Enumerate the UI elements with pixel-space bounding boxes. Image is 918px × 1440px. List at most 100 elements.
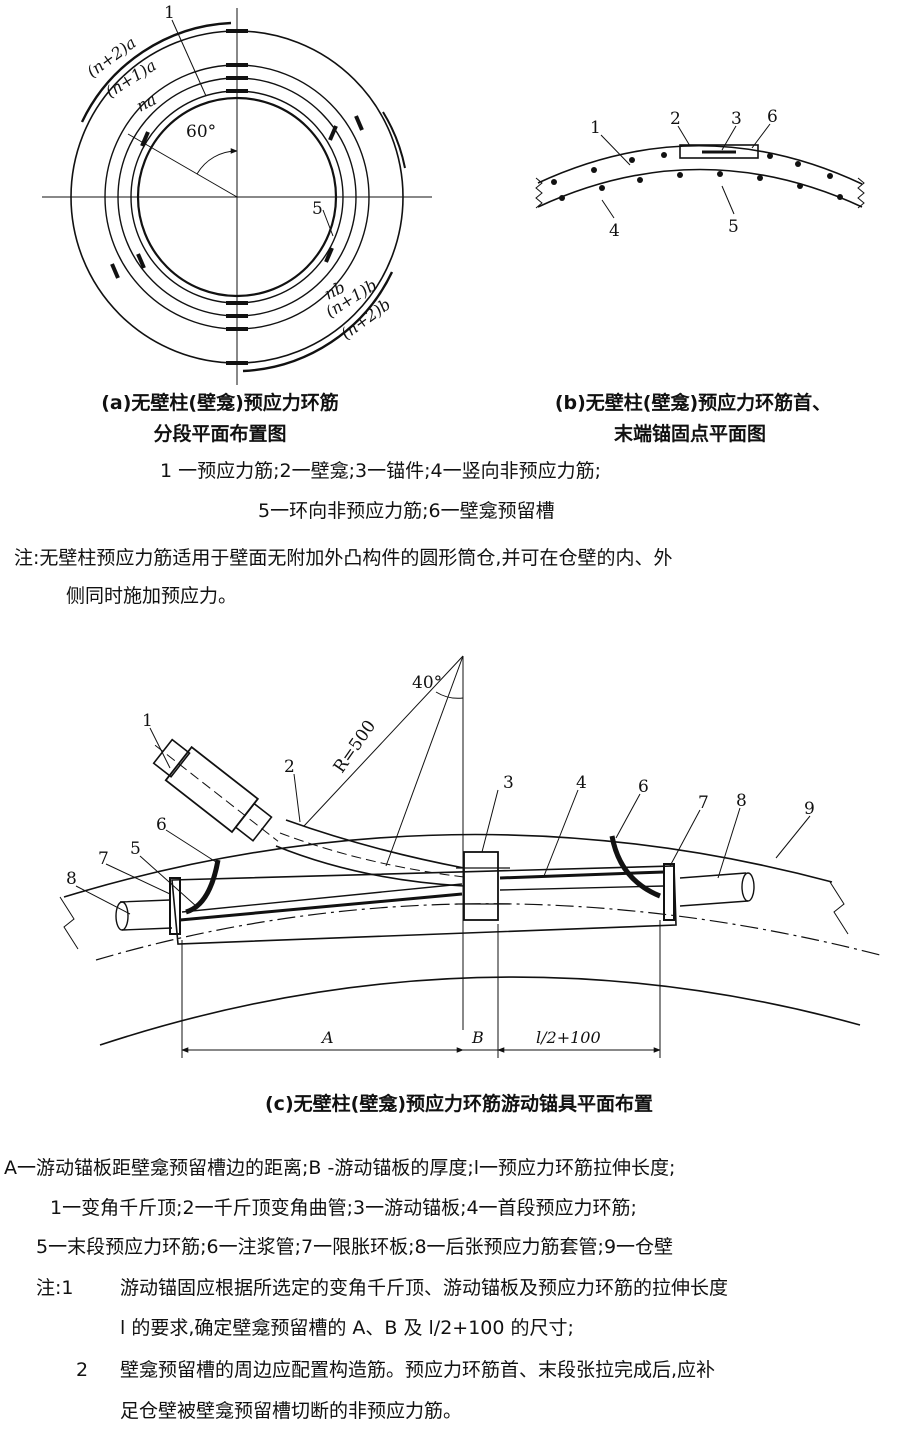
fig-a-60deg-arc [196, 148, 238, 175]
legend-c-line3: 5一末段预应力环筋;6一注浆管;7一限胀环板;8一后张预应力筋套管;9一仓壁 [36, 1236, 674, 1258]
fig-a-label-1: 1 [164, 3, 175, 23]
fig-c-label-3: 3 [503, 773, 514, 793]
fig-c-sleeve-right [679, 872, 749, 907]
note-c-2-num: 2 [76, 1359, 89, 1381]
fig-a-label-5: 5 [312, 199, 323, 219]
note-c-1-line1: 游动锚固应根据所选定的变角千斤顶、游动锚板及预应力环筋的拉伸长度 [120, 1277, 729, 1299]
fig-b-leader-2 [677, 125, 691, 147]
note-c-1-line2: l 的要求,确定壁龛预留槽的 A、B 及 l/2+100 的尺寸; [120, 1317, 574, 1339]
fig-a-caption-line1: (a)无壁柱(壁龛)预应力环筋 [101, 391, 339, 414]
fig-c-curved-tube-top [285, 819, 465, 869]
fig-c-caption: (c)无壁柱(壁龛)预应力环筋游动锚具平面布置 [265, 1092, 653, 1115]
fig-a-leader-5 [322, 209, 334, 237]
fig-b-leader-1 [600, 134, 631, 166]
figure-c-floating-anchor [59, 655, 881, 1058]
fig-b-rebar-dots [551, 152, 843, 201]
fig-a-arc-bottom-right [242, 271, 394, 373]
fig-c-leader-6a [165, 829, 217, 863]
fig-c-leader-9 [775, 815, 811, 859]
fig-c-restrain-plate-left [169, 877, 181, 935]
fig-b-break-right [857, 177, 865, 209]
fig-c-label-radius: R=500 [330, 717, 381, 777]
legend-ab-line2: 5一环向非预应力筋;6一壁龛预留槽 [258, 500, 555, 522]
fig-a-60deg-radius [127, 133, 238, 198]
fig-b-label-3: 3 [731, 109, 742, 129]
fig-c-label-7b: 7 [698, 793, 709, 813]
fig-c-label-8a: 8 [66, 869, 77, 889]
legend-ab-line1: 1 一预应力筋;2一壁龛;3一锚件;4一竖向非预应力筋; [160, 460, 601, 482]
fig-c-label-1: 1 [142, 711, 153, 731]
fig-b-wall-outer [537, 145, 863, 185]
fig-c-floating-anchor-plate [463, 851, 499, 921]
fig-b-leader-3 [721, 125, 737, 151]
fig-c-label-2: 2 [284, 757, 295, 777]
fig-c-angle-jack [152, 738, 279, 842]
note-ab-line1: 注:无壁柱预应力筋适用于壁面无附加外凸构件的圆形筒仓,并可在仓壁的内、外 [14, 547, 673, 569]
fig-c-break-left [59, 896, 79, 950]
fig-c-leader-6b [615, 793, 641, 839]
fig-c-label-8b: 8 [736, 791, 747, 811]
figure-a-labels: 1 5 60° na (n+1)a (n+2)a nb (n+1)b (n+2)… [83, 3, 394, 343]
fig-c-dim-label-b: B [471, 1028, 484, 1047]
fig-c-wall-top [63, 833, 833, 898]
figure-a-ring-plan [42, 8, 432, 385]
figure-b-anchor-plan [535, 123, 865, 219]
fig-a-label-angle: 60° [186, 122, 216, 142]
fig-b-caption-line2: 末端锚固点平面图 [614, 422, 766, 445]
fig-c-dim-label-a: A [320, 1028, 334, 1047]
note-c-1-num: 注:1 [36, 1277, 74, 1299]
legend-c-line2: 1一变角千斤顶;2一千斤顶变角曲管;3一游动锚板;4一首段预应力环筋; [50, 1197, 637, 1219]
fig-c-radius-line [303, 655, 464, 827]
fig-a-caption-line2: 分段平面布置图 [153, 422, 286, 445]
fig-c-tendon-last [179, 892, 463, 922]
fig-c-label-7a: 7 [98, 849, 109, 869]
fig-b-leader-5 [721, 185, 735, 215]
fig-c-leader-2 [293, 773, 301, 823]
fig-c-leader-7a [105, 863, 171, 895]
fig-c-label-5: 5 [130, 839, 141, 859]
fig-c-label-4: 4 [576, 773, 587, 793]
figure-b-labels: 1 2 3 6 4 5 [590, 107, 778, 241]
fig-a-inner-wall [136, 96, 338, 298]
fig-c-label-6b: 6 [638, 777, 649, 797]
fig-b-label-5: 5 [728, 217, 739, 237]
fig-c-leader-3 [481, 789, 499, 853]
fig-b-caption-line1: (b)无壁柱(壁龛)预应力环筋首、 [555, 391, 831, 414]
fig-b-label-4: 4 [609, 221, 620, 241]
note-c-2-line2: 足仓壁被壁龛预留槽切断的非预应力筋。 [120, 1400, 463, 1422]
fig-c-leader-8a [75, 885, 131, 915]
fig-b-label-2: 2 [670, 109, 681, 129]
fig-b-wall-inner [537, 168, 863, 208]
fig-b-label-1: 1 [590, 118, 601, 138]
fig-a-anchor-marks [110, 29, 364, 365]
fig-c-dim-label-l: l/2+100 [536, 1028, 601, 1047]
fig-c-curved-tube-bottom [275, 845, 465, 887]
note-c-2-line1: 壁龛预留槽的周边应配置构造筋。预应力环筋首、末段张拉完成后,应补 [120, 1359, 716, 1381]
fig-c-label-9: 9 [804, 799, 815, 819]
fig-c-leader-4 [543, 789, 579, 877]
fig-a-leader-1 [171, 19, 207, 97]
fig-b-niche [679, 144, 759, 159]
note-ab-line2: 侧同时施加预应力。 [66, 585, 238, 607]
fig-c-leader-8b [717, 807, 741, 879]
fig-c-tendon-last-2 [181, 883, 463, 913]
fig-c-break-right [829, 881, 849, 935]
fig-c-tendon-first-2 [499, 885, 665, 891]
fig-c-wall-bottom [99, 976, 861, 1046]
fig-b-leader-4 [601, 199, 615, 219]
fig-c-leader-7b [669, 809, 701, 867]
fig-a-arc-top-left [80, 21, 232, 123]
fig-b-label-6: 6 [767, 107, 778, 127]
fig-b-break-left [535, 177, 543, 209]
fig-c-leader-5 [139, 855, 197, 907]
legend-c-line1: A一游动锚板距壁龛预留槽边的距离;B -游动锚板的厚度;l一预应力环筋拉伸长度; [4, 1157, 676, 1179]
fig-c-grout-tube-left [185, 859, 221, 915]
fig-c-angle-arc [435, 691, 464, 699]
fig-c-label-6a: 6 [156, 815, 167, 835]
fig-b-leader-6 [751, 123, 771, 149]
fig-c-label-angle: 40° [412, 673, 442, 693]
fig-c-niche [171, 865, 677, 945]
fig-a-arc-right [382, 111, 406, 169]
fig-c-tendon-first [499, 870, 665, 880]
